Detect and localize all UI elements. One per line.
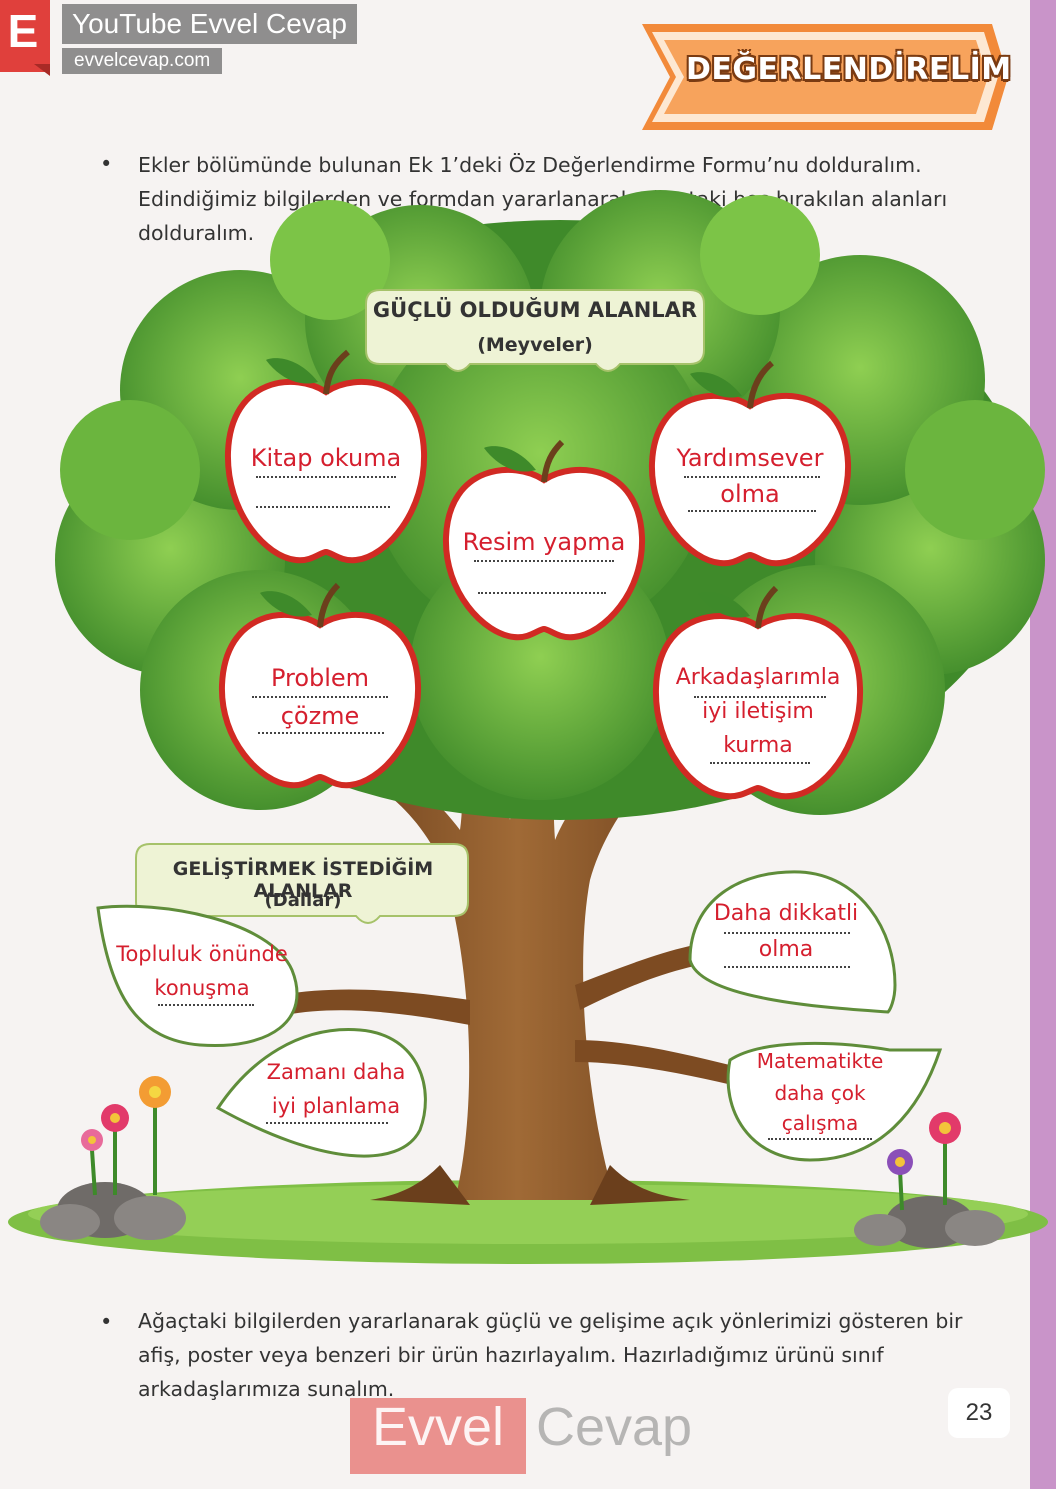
apple-kitap — [224, 349, 428, 564]
answer-line — [768, 1138, 872, 1140]
strengths-banner — [365, 289, 705, 372]
answer-line — [724, 932, 850, 934]
leaf-text-matematik-3: çalışma — [781, 1111, 859, 1135]
answer-line — [688, 510, 816, 512]
apple-text-resim: Resim yapma — [462, 528, 626, 556]
apple-text-kitap: Kitap okuma — [250, 444, 402, 472]
brand-title[interactable]: YouTube Evvel Cevap — [62, 4, 357, 44]
answer-line — [694, 696, 826, 698]
bullet-dot-2: • — [100, 1310, 113, 1334]
apple-text-arkadas-3: kurma — [723, 733, 793, 758]
instruction-1: Ekler bölümünde bulunan Ek 1’deki Öz Değ… — [138, 153, 948, 245]
flowers-left — [40, 1076, 186, 1240]
footer-watermark-cevap: Cevap — [536, 1397, 693, 1457]
section-title: DEĞERLENDİRELİM — [686, 52, 1012, 87]
apple-text-yardimsever-2: olma — [720, 480, 780, 508]
page-edge-stripe — [1030, 0, 1056, 1489]
improvement-banner — [135, 843, 469, 924]
answer-line — [256, 476, 396, 478]
footer-watermark-evvel: Evvel — [371, 1397, 505, 1457]
leaf-text-matematik-1: Matematikte — [756, 1049, 884, 1073]
leaf-text-zamani-2: iyi planlama — [271, 1094, 401, 1118]
apple-resim — [442, 439, 646, 641]
instruction-2: Ağaçtaki bilgilerden yararlanarak güçlü … — [138, 1309, 963, 1401]
leaf-topluluk — [96, 904, 299, 1048]
grass-ground — [8, 1180, 1048, 1264]
answer-line — [266, 1122, 388, 1124]
leaf-text-zamani-1: Zamanı daha — [266, 1060, 406, 1084]
apple-text-arkadas-2: iyi iletişim — [702, 699, 814, 724]
apple-text-arkadas-1: Arkadaşlarımla — [675, 665, 841, 690]
answer-line — [474, 560, 614, 562]
bullet-dot-1: • — [100, 152, 113, 176]
leaf-text-matematik-2: daha çok — [774, 1081, 866, 1105]
leaf-matematik — [726, 1041, 943, 1162]
strengths-subtitle: (Meyveler) — [477, 334, 593, 356]
apple-arkadaslarimla — [652, 585, 864, 800]
answer-line — [724, 966, 850, 968]
answer-line — [158, 1004, 254, 1006]
flowers-right — [854, 1112, 1005, 1248]
improvement-subtitle: (Dallar) — [264, 890, 342, 911]
brand-url[interactable]: evvelcevap.com — [62, 48, 223, 74]
leaf-text-topluluk-2: konuşma — [154, 976, 250, 1000]
answer-line — [684, 476, 820, 478]
header-ribbon — [642, 24, 1008, 130]
page-number: 23 — [948, 1388, 1010, 1438]
answer-line — [478, 592, 606, 594]
footer-watermark-box — [350, 1398, 526, 1474]
answer-line — [256, 506, 390, 508]
leaf-zamani — [215, 1028, 427, 1158]
leaf-text-dikkatli-2: olma — [758, 937, 814, 962]
brand-logo-fold — [34, 64, 50, 76]
strengths-title: GÜÇLÜ OLDUĞUM ALANLAR — [372, 298, 698, 322]
apple-text-problem-2: çözme — [280, 702, 360, 730]
answer-line — [710, 762, 810, 764]
brand-logo: E — [0, 0, 50, 72]
leaf-dikkatli — [688, 870, 897, 1014]
leaf-text-topluluk-1: Topluluk önünde — [116, 942, 288, 966]
apple-text-yardimsever-1: Yardımsever — [676, 444, 824, 472]
answer-line — [252, 696, 388, 698]
brand-letter: E — [7, 5, 39, 57]
answer-line — [258, 732, 384, 734]
apple-problem — [218, 582, 422, 789]
apple-text-problem-1: Problem — [270, 664, 370, 692]
leaf-text-dikkatli-1: Daha dikkatli — [713, 901, 859, 926]
improvement-title: GELİŞTİRMEK İSTEDİĞİM ALANLAR — [172, 858, 434, 902]
apple-yardimsever — [648, 360, 852, 567]
